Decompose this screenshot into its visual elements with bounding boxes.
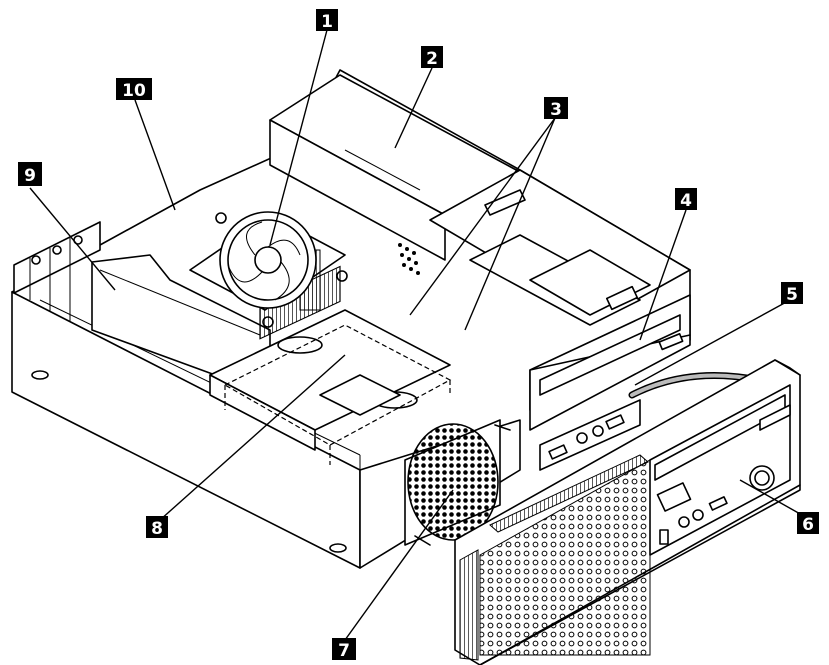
callout-9-label: 9 (24, 166, 36, 186)
callout-9: 9 (18, 162, 42, 186)
leader-6 (739, 479, 803, 516)
callout-8: 8 (146, 516, 168, 539)
callout-3: 3 (544, 97, 568, 120)
callout-10: 10 (116, 78, 152, 101)
leader-1 (269, 29, 328, 246)
front-bezel (454, 359, 801, 665)
callout-4: 4 (675, 188, 697, 211)
optical-drive (529, 294, 691, 431)
leader-3a (409, 117, 556, 316)
leader-2 (394, 67, 433, 149)
callout-5: 5 (781, 282, 803, 305)
callout-4-label: 4 (680, 191, 692, 211)
leader-7 (344, 489, 454, 641)
callout-2-label: 2 (426, 49, 438, 69)
callout-1: 1 (316, 9, 338, 32)
callout-6: 6 (797, 512, 819, 535)
callout-2: 2 (421, 46, 443, 69)
callout-3-label: 3 (550, 100, 562, 120)
front-fan-assembly (404, 419, 511, 546)
heat-sink-fan-assembly (189, 211, 348, 340)
leader-9 (29, 187, 116, 291)
callout-1-label: 1 (321, 12, 333, 32)
callout-6-label: 6 (802, 515, 814, 535)
front-io-assembly (539, 399, 641, 471)
leader-10 (134, 99, 176, 211)
hard-disk-drive (209, 309, 452, 465)
leader-3b (464, 117, 556, 331)
leader-8 (159, 354, 346, 521)
callout-8-label: 8 (151, 519, 163, 539)
leader-5 (634, 299, 791, 386)
callout-7-label: 7 (338, 641, 350, 661)
callout-10-label: 10 (122, 81, 146, 101)
drive-bay-cage (429, 169, 691, 326)
callout-5-label: 5 (786, 285, 798, 305)
power-supply (269, 74, 521, 275)
leader-lines (29, 29, 803, 641)
expansion-card-slots (13, 221, 101, 322)
leader-4 (639, 209, 687, 341)
callout-7: 7 (332, 638, 356, 661)
